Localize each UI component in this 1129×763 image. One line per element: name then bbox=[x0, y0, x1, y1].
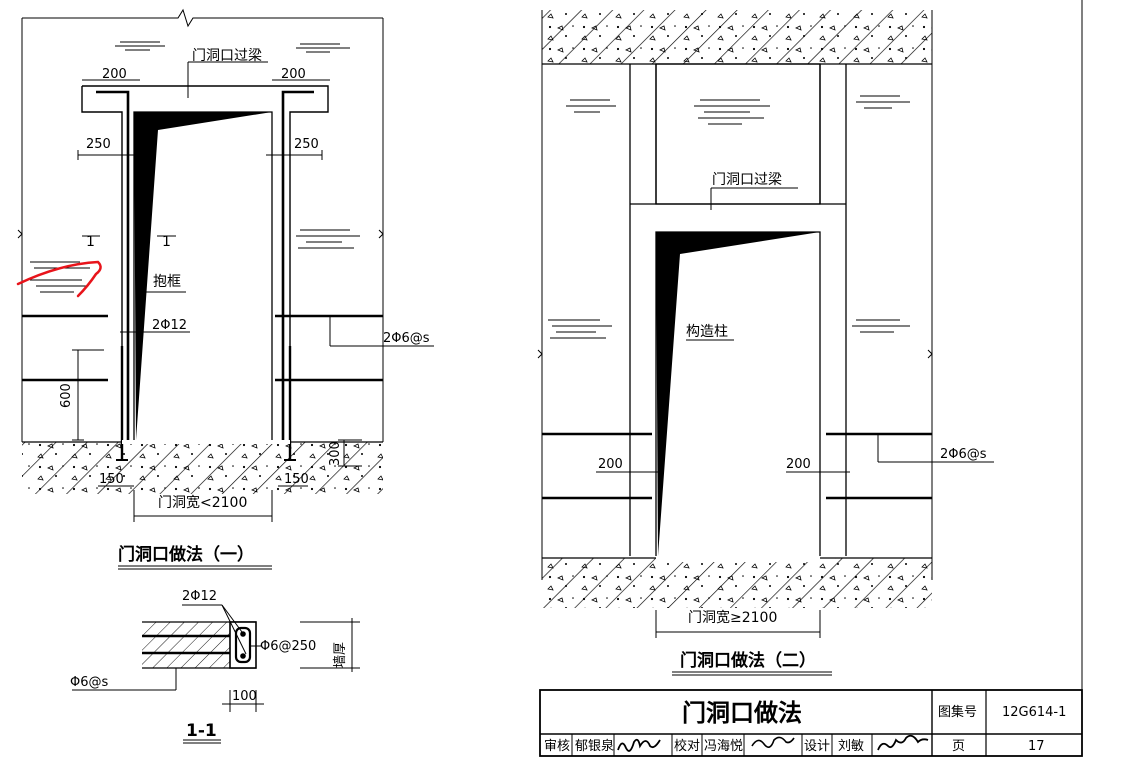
right-detail-title: 门洞口做法（二） bbox=[680, 650, 816, 671]
red-annotation-mark bbox=[16, 260, 102, 298]
right-tie-label: 2Φ6@s bbox=[940, 447, 987, 462]
checker-name: 冯海悦 bbox=[704, 739, 743, 754]
right-dim-200-right: 200 bbox=[786, 457, 811, 472]
left-frame-label: 抱框 bbox=[153, 274, 181, 290]
section-rebar-label: 2Φ12 bbox=[182, 589, 217, 604]
check-label: 校对 bbox=[674, 738, 700, 754]
title-block: 门洞口做法 图集号 12G614-1 审核 郁银泉 校对 冯海悦 设计 刘敏 页… bbox=[539, 0, 1083, 757]
right-beam-label: 门洞口过梁 bbox=[712, 172, 782, 188]
designer-signature bbox=[877, 734, 929, 751]
right-dim-200-left: 200 bbox=[598, 457, 623, 472]
left-dim-250-right: 250 bbox=[294, 137, 319, 152]
section-wall-label: 墙厚 bbox=[333, 642, 348, 668]
left-section-mark-1-right: 1 bbox=[162, 234, 171, 250]
checker-signature bbox=[751, 736, 795, 748]
design-label: 设计 bbox=[804, 739, 830, 754]
page-number: 17 bbox=[1028, 739, 1045, 754]
section-1-1-detail: 2Φ12 Φ6@250 墙厚 Φ6@s 100 1-1 bbox=[70, 589, 360, 744]
left-width-label: 门洞宽<2100 bbox=[158, 494, 247, 511]
section-stirrup-label: Φ6@250 bbox=[260, 639, 316, 654]
page-label: 页 bbox=[952, 739, 965, 754]
left-detail: 门洞口过梁 200 200 250 250 1 1 抱框 2Φ12 2Φ6@s … bbox=[16, 8, 434, 570]
right-column-label: 构造柱 bbox=[686, 324, 728, 340]
left-dim-150-left: 150 bbox=[99, 472, 124, 487]
left-tie-label: 2Φ6@s bbox=[383, 331, 430, 346]
left-dim-200-left: 200 bbox=[102, 67, 127, 82]
main-title: 门洞口做法 bbox=[682, 699, 802, 727]
section-tie-label: Φ6@s bbox=[70, 675, 109, 690]
left-dim-250-left: 250 bbox=[86, 137, 111, 152]
left-section-mark-1-left: 1 bbox=[86, 234, 95, 250]
left-beam-label: 门洞口过梁 bbox=[192, 48, 262, 64]
right-width-label: 门洞宽≥2100 bbox=[688, 609, 777, 626]
section-title: 1-1 bbox=[186, 721, 217, 741]
left-dim-600: 600 bbox=[59, 383, 74, 408]
reviewer-signature bbox=[617, 738, 661, 752]
review-label: 审核 bbox=[544, 739, 570, 754]
right-detail: 门洞口过梁 构造柱 200 200 2Φ6@s 门洞宽≥2100 门洞口做法（二… bbox=[537, 10, 994, 676]
designer-name: 刘敏 bbox=[838, 739, 864, 754]
left-dim-300: 300 bbox=[328, 441, 343, 466]
left-dim-150-right: 150 bbox=[284, 472, 309, 487]
left-dim-200-right: 200 bbox=[281, 67, 306, 82]
atlas-number: 12G614-1 bbox=[1002, 705, 1066, 720]
atlas-label: 图集号 bbox=[938, 704, 977, 720]
left-detail-title: 门洞口做法（一） bbox=[118, 544, 254, 565]
section-dim-100: 100 bbox=[232, 689, 257, 704]
left-rebar-label: 2Φ12 bbox=[152, 318, 187, 333]
reviewer-name: 郁银泉 bbox=[575, 738, 614, 754]
